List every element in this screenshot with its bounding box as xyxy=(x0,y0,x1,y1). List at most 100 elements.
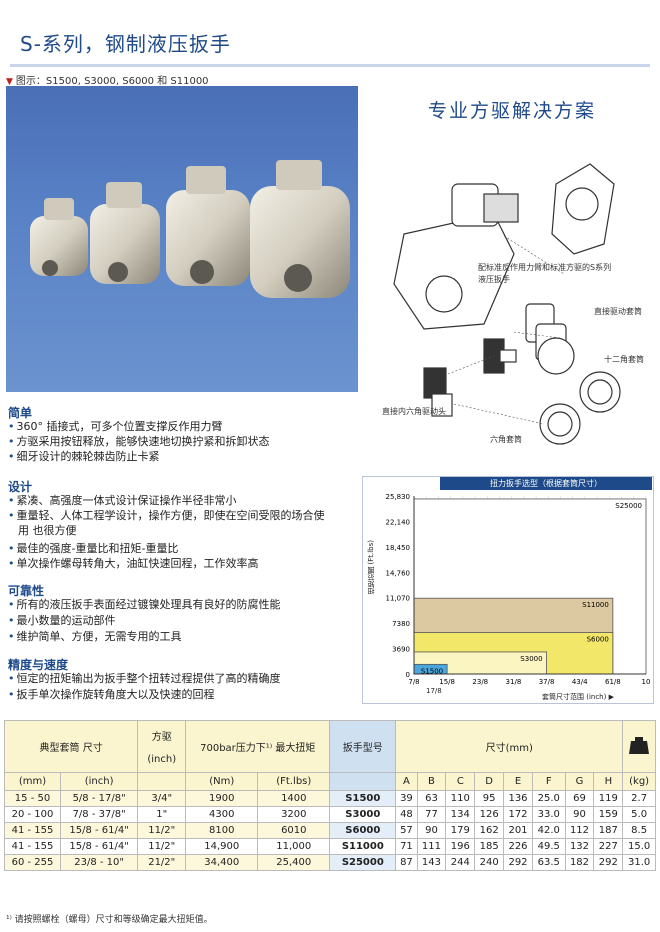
chart-y-tick-label: 25,830 xyxy=(386,493,411,501)
chart-x-tick-label: 10 xyxy=(642,678,651,686)
feature-item: •单次操作螺母转角大，油缸快速回程，工作效率高 xyxy=(8,557,259,570)
table-cell-c: 196 xyxy=(445,838,476,855)
table-cell-inch: 15/8 - 61/4" xyxy=(60,838,139,855)
table-cell-f: 42.0 xyxy=(531,822,566,839)
chart-x-tick-label: 31/8 xyxy=(506,678,522,686)
table-cell-ftlbs: 6010 xyxy=(257,822,331,839)
wrench-s11000 xyxy=(250,160,350,298)
callout-six-point: 六角套筒 xyxy=(490,435,522,444)
chart-series-label: S25000 xyxy=(615,502,642,510)
table-cell-drive: 3/4" xyxy=(137,790,187,807)
table-cell-nm: 8100 xyxy=(185,822,259,839)
feature-item: •最小数量的运动部件 xyxy=(8,614,116,627)
table-cell-a: 48 xyxy=(395,806,418,823)
chart-x-axis-label: 套筒尺寸范围 (inch) ▶ xyxy=(542,693,614,701)
table-cell-e: 172 xyxy=(503,806,533,823)
wrench-s3000 xyxy=(90,182,160,284)
table-cell-model: S1500 xyxy=(329,790,397,807)
table-cell-nm: 14,900 xyxy=(185,838,259,855)
table-cell-h: 159 xyxy=(593,806,624,823)
table-cell-ftlbs: 1400 xyxy=(257,790,331,807)
sub-header: (mm) xyxy=(3,772,62,791)
footnote: ¹⁾ 请按照螺栓（螺母）尺寸和等级确定最大扭矩值。 xyxy=(6,915,213,925)
chart-plot-area: S25000S11000S6000S3000S150025,83022,1401… xyxy=(386,493,651,686)
table-cell-g: 182 xyxy=(564,854,595,871)
callout-direct-drive: 直接驱动套筒 xyxy=(594,307,642,316)
feature-item: •恒定的扭矩输出为扳手整个扭转过程提供了高的精确度 xyxy=(8,672,281,685)
table-cell-drive: 11/2" xyxy=(137,822,187,839)
chart-x-extra-tick: 17/8 xyxy=(426,687,442,695)
table-cell-mm: 15 - 50 xyxy=(3,790,62,807)
table-cell-drive: 1" xyxy=(137,806,187,823)
chart-y-tick-label: 18,450 xyxy=(386,544,411,552)
header-torque: 700bar压力下¹⁾ 最大扭矩 xyxy=(185,720,331,773)
header-socket: 典型套筒 尺寸 xyxy=(3,720,139,773)
table-cell-e: 201 xyxy=(503,822,533,839)
chart-x-tick-label: 7/8 xyxy=(408,678,419,686)
sub-header: E xyxy=(503,772,533,791)
sub-header: (Ft.lbs) xyxy=(257,772,331,791)
table-cell-kg: 31.0 xyxy=(622,854,656,871)
table-cell-inch: 15/8 - 61/4" xyxy=(60,822,139,839)
table-cell-c: 179 xyxy=(445,822,476,839)
chart-axes xyxy=(413,496,646,675)
chart-x-tick-label: 43/4 xyxy=(572,678,588,686)
table-cell-kg: 8.5 xyxy=(622,822,656,839)
spec-table: 典型套筒 尺寸 方驱(inch) 700bar压力下¹⁾ 最大扭矩 扳手型号 尺… xyxy=(3,720,656,871)
feature-item: •维护简单、方便，无需专用的工具 xyxy=(8,630,182,643)
table-cell-e: 226 xyxy=(503,838,533,855)
page-title: S-系列，钢制液压扳手 xyxy=(20,32,231,56)
table-cell-h: 119 xyxy=(593,790,624,807)
table-cell-d: 185 xyxy=(474,838,505,855)
table-cell-g: 112 xyxy=(564,822,595,839)
chart-y-tick-label: 7380 xyxy=(392,620,410,628)
table-cell-c: 110 xyxy=(445,790,476,807)
table-cell-e: 292 xyxy=(503,854,533,871)
table-cell-g: 90 xyxy=(564,806,595,823)
table-cell-kg: 15.0 xyxy=(622,838,656,855)
table-cell-h: 187 xyxy=(593,822,624,839)
table-cell-kg: 5.0 xyxy=(622,806,656,823)
drive-image-cell xyxy=(137,772,187,791)
table-cell-inch: 7/8 - 37/8" xyxy=(60,806,139,823)
table-cell-f: 49.5 xyxy=(531,838,566,855)
table-cell-b: 90 xyxy=(416,822,447,839)
feature-item: •方驱采用按钮释放，能够快速地切换拧紧和拆卸状态 xyxy=(8,435,270,448)
feature-item: •360° 插接式，可多个位置支撑反作用力臂 xyxy=(8,420,223,433)
callout-hex-bit: 直接内六角驱动头 xyxy=(382,407,446,416)
section-heading-simple: 简单 xyxy=(8,406,33,420)
sub-header: B xyxy=(416,772,447,791)
table-cell-d: 240 xyxy=(474,854,505,871)
chart-x-tick-label: 37/8 xyxy=(539,678,555,686)
table-cell-nm: 4300 xyxy=(185,806,259,823)
section-heading-precision: 精度与速度 xyxy=(8,658,69,672)
table-cell-drive: 11/2" xyxy=(137,838,187,855)
table-cell-g: 132 xyxy=(564,838,595,855)
table-cell-h: 227 xyxy=(593,838,624,855)
sub-header: F xyxy=(531,772,566,791)
header-drive: 方驱(inch) xyxy=(137,720,187,773)
table-cell-b: 77 xyxy=(416,806,447,823)
feature-item: •重量轻、人体工程学设计，操作方便，即使在空间受限的场合使 xyxy=(8,509,325,522)
feature-item-continued: 用 也很方便 xyxy=(18,524,77,537)
table-cell-c: 134 xyxy=(445,806,476,823)
feature-item: •扳手单次操作旋转角度大以及快速的回程 xyxy=(8,688,215,701)
sub-header: H xyxy=(593,772,624,791)
wrench-s1500 xyxy=(30,198,88,276)
table-cell-inch: 5/8 - 17/8" xyxy=(60,790,139,807)
table-cell-e: 136 xyxy=(503,790,533,807)
table-cell-h: 292 xyxy=(593,854,624,871)
header-model: 扳手型号 xyxy=(329,720,397,773)
table-cell-f: 25.0 xyxy=(531,790,566,807)
sub-header: (inch) xyxy=(60,772,139,791)
solutions-heading: 专业方驱解决方案 xyxy=(428,100,597,122)
chart-x-tick-label: 61/8 xyxy=(605,678,621,686)
table-cell-nm: 34,400 xyxy=(185,854,259,871)
photo-caption: ▼图示：S1500, S3000, S6000 和 S11000 xyxy=(6,72,209,87)
table-cell-c: 244 xyxy=(445,854,476,871)
table-cell-model: S3000 xyxy=(329,806,397,823)
table-cell-a: 57 xyxy=(395,822,418,839)
